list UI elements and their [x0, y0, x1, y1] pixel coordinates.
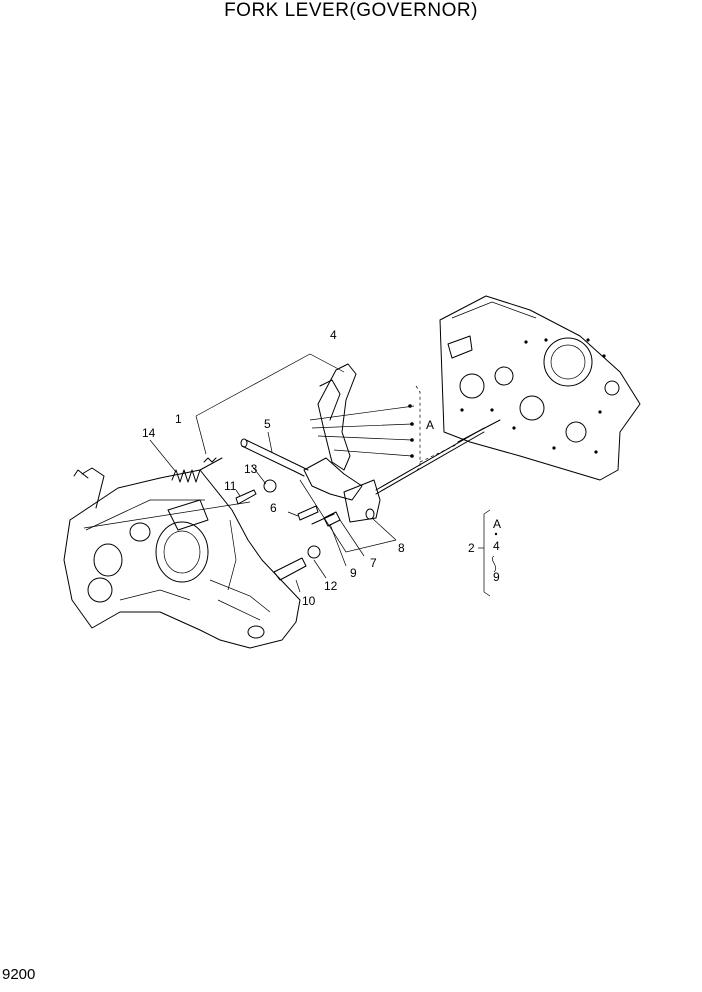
part-label-11: 11	[224, 479, 237, 493]
part-label-4: 4	[330, 328, 337, 342]
gear-case-housing	[63, 467, 301, 649]
part-label-5: 5	[264, 417, 271, 431]
callout-ref: 2	[468, 541, 475, 555]
page-title: FORK LEVER(GOVERNOR)	[224, 0, 478, 21]
callout-item-9: 9	[493, 570, 500, 584]
part-label-9: 9	[350, 566, 357, 580]
part-label-10: 10	[302, 594, 316, 608]
part-label-8: 8	[398, 541, 405, 555]
part-label-12: 12	[324, 579, 338, 593]
bracket-a-dots	[408, 404, 414, 458]
part-label-14: 14	[142, 426, 156, 440]
part-label-1: 1	[175, 412, 182, 426]
group-label-a: A	[426, 418, 434, 432]
page-number: 9200	[2, 966, 36, 983]
small-parts	[171, 419, 501, 581]
part-label-7: 7	[370, 556, 377, 570]
callout-item-a: A	[493, 517, 501, 531]
callout-item-4: 4	[493, 539, 500, 553]
shaft	[240, 438, 309, 477]
cylinder-block	[439, 295, 641, 481]
part-label-6: 6	[270, 501, 277, 515]
part-label-13: 13	[244, 462, 258, 476]
leader-lines	[83, 353, 459, 593]
assembly-callout: 2 A 4 9	[468, 509, 501, 597]
fork-lever	[303, 363, 485, 523]
